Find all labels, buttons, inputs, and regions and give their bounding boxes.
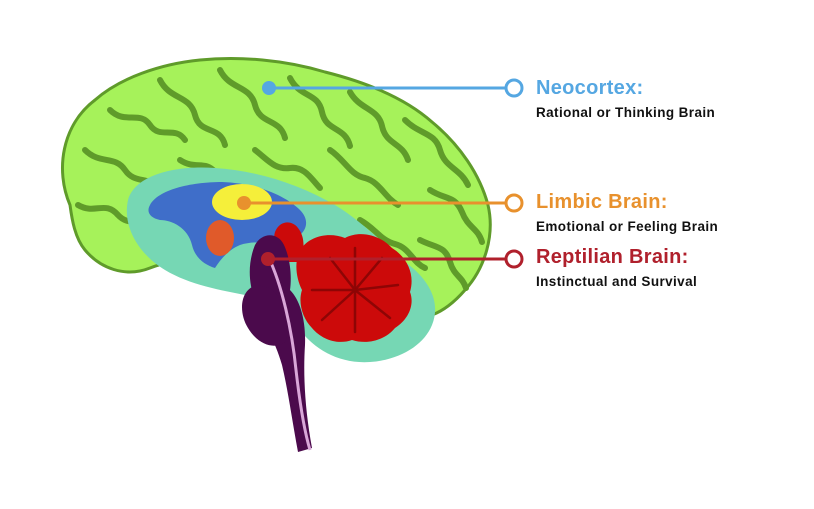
limbic-dot bbox=[237, 196, 251, 210]
reptilian-ring bbox=[504, 249, 524, 269]
neocortex-callout: Neocortex: Rational or Thinking Brain bbox=[536, 76, 715, 122]
neocortex-subtitle: Rational or Thinking Brain bbox=[536, 105, 716, 120]
neocortex-ring bbox=[504, 78, 524, 98]
pons-shape bbox=[242, 285, 288, 346]
limbic-title: Limbic Brain: bbox=[536, 191, 668, 213]
cortex-folds bbox=[75, 67, 485, 291]
reptilian-callout: Reptilian Brain: Instinctual and Surviva… bbox=[536, 245, 697, 291]
neocortex-title: Neocortex: bbox=[536, 77, 644, 99]
amygdala-shape bbox=[206, 220, 234, 256]
brainstem-highlight bbox=[266, 255, 312, 451]
reptilian-subtitle: Instinctual and Survival bbox=[536, 274, 698, 289]
limbic-ring bbox=[504, 193, 524, 213]
neocortex-dot bbox=[262, 81, 276, 95]
limbic-callout: Limbic Brain: Emotional or Feeling Brain bbox=[536, 190, 718, 236]
reptilian-dot bbox=[261, 252, 275, 266]
cerebellum-folds bbox=[310, 246, 400, 334]
limbic-subtitle: Emotional or Feeling Brain bbox=[536, 219, 719, 234]
reptilian-title: Reptilian Brain: bbox=[536, 246, 689, 268]
